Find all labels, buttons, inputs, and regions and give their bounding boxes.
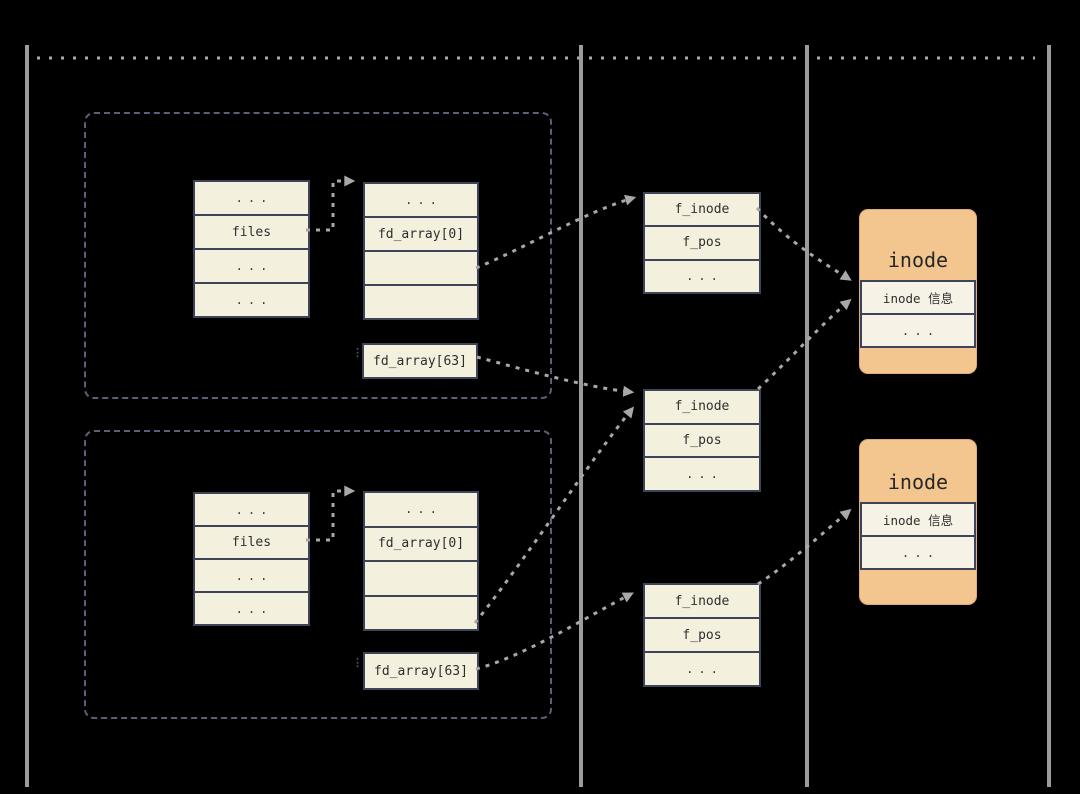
- fd-table-2-row-empty: [365, 562, 477, 597]
- fd-table-1-row-fd0: fd_array[0]: [365, 218, 477, 252]
- inode-1-info-row: inode 信息: [862, 282, 974, 315]
- open-file-2-ellipsis: ...: [686, 467, 723, 482]
- process-group-1: [84, 112, 552, 399]
- open-file-2-f-inode: f_inode: [645, 391, 759, 425]
- fd-table-1-row-empty: [365, 252, 477, 286]
- task-struct-2-row-ellipsis: ...: [195, 560, 308, 593]
- task-struct-table-2: ... files ... ...: [193, 492, 310, 626]
- section-divider-middle: [579, 45, 583, 787]
- open-file-2-f-pos: f_pos: [645, 425, 759, 459]
- open-file-table-2: f_inode f_pos ...: [643, 389, 761, 492]
- section-divider-far-right: [1047, 45, 1051, 787]
- fd-table-1-row-empty: [365, 286, 477, 318]
- inode-2-ellipsis-row: ...: [901, 545, 940, 560]
- task-struct-2-row-ellipsis: ...: [235, 601, 273, 616]
- inode-1-title: inode: [887, 248, 949, 272]
- task-struct-2-row-ellipsis: ...: [195, 494, 308, 527]
- fd-gap-ellipsis-1: ⋮: [352, 346, 363, 359]
- task-struct-2-row-files: files: [195, 527, 308, 560]
- open-file-table-1: f_inode f_pos ...: [643, 192, 761, 294]
- open-file-1-f-inode: f_inode: [645, 194, 759, 228]
- fd-table-1: ... fd_array[0]: [363, 182, 479, 320]
- fd-table-2: ... fd_array[0]: [363, 491, 479, 631]
- task-struct-1-row-files: files: [195, 216, 308, 250]
- open-file-table-3: f_inode f_pos ...: [643, 583, 761, 687]
- arrow-openfile3-to-inode2: [757, 508, 852, 586]
- fd-table-2-row-fd0: fd_array[0]: [365, 528, 477, 562]
- fd-table-2-row-empty: [365, 597, 477, 630]
- open-file-1-ellipsis: ...: [686, 269, 723, 284]
- open-file-3-f-inode: f_inode: [645, 585, 759, 619]
- task-struct-1-row-ellipsis: ...: [195, 250, 308, 284]
- open-file-3-ellipsis: ...: [686, 662, 723, 676]
- arrow-openfile1-to-inode1: [755, 206, 852, 281]
- open-file-3-f-pos: f_pos: [645, 619, 759, 653]
- task-struct-1-row-ellipsis: ...: [235, 293, 273, 307]
- open-file-1-f-pos: f_pos: [645, 227, 759, 261]
- task-struct-table-1: ... files ... ...: [193, 180, 310, 318]
- inode-2-rows: inode 信息 ...: [860, 502, 976, 570]
- task-struct-1-row-ellipsis: ...: [195, 182, 308, 216]
- fd-gap-ellipsis-2: ⋮: [352, 656, 363, 669]
- fd-array63-box-1: fd_array[63]: [362, 343, 478, 379]
- fd-array63-box-2: fd_array[63]: [363, 652, 479, 690]
- arrow-openfile2-to-inode1: [756, 298, 852, 391]
- fd-table-1-row-ellipsis: ...: [365, 184, 477, 218]
- section-divider-left: [25, 45, 29, 787]
- inode-box-1: inode inode 信息 ...: [859, 209, 977, 374]
- inode-2-title: inode: [887, 470, 949, 494]
- section-divider-right: [805, 45, 809, 787]
- inode-1-rows: inode 信息 ...: [860, 280, 976, 348]
- inode-1-ellipsis-row: ...: [901, 323, 940, 338]
- inode-box-2: inode inode 信息 ...: [859, 439, 977, 605]
- inode-2-info-row: inode 信息: [862, 504, 974, 537]
- fd-table-2-row-ellipsis: ...: [365, 493, 477, 528]
- process-group-2: [84, 430, 552, 719]
